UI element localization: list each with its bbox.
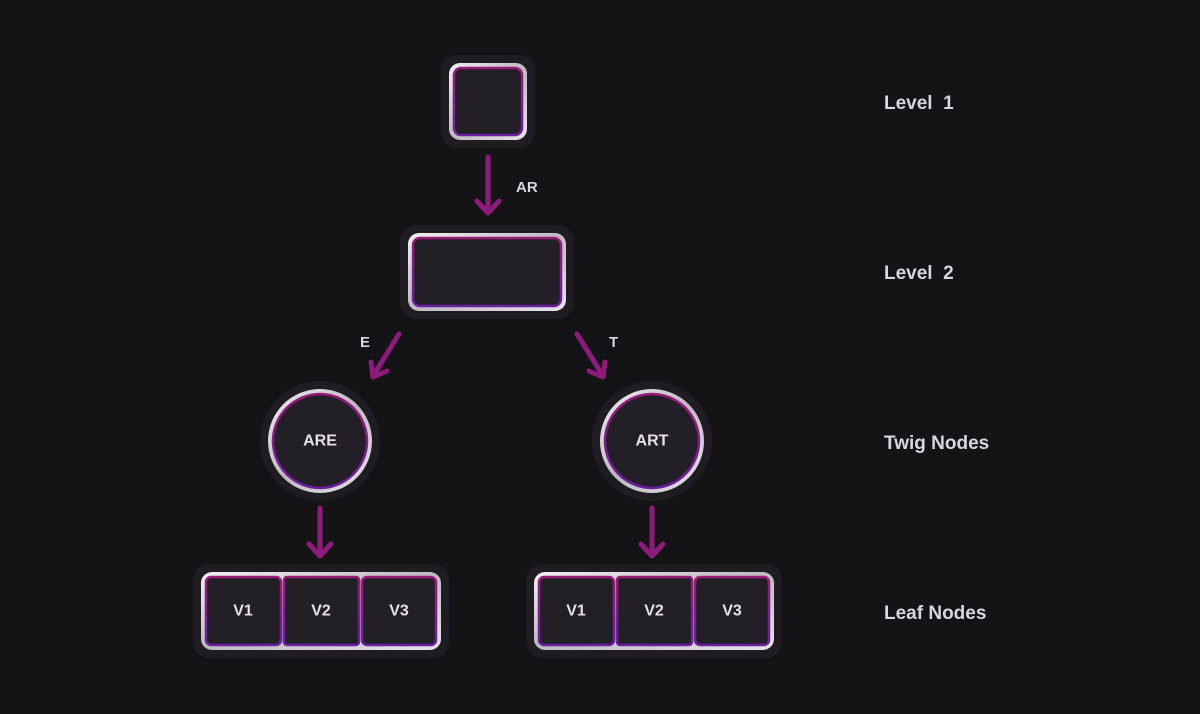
level-label-twig: Twig Nodes [884,433,989,454]
twig-label: ARE [303,433,337,450]
leaf-value: V2 [644,603,664,620]
leaf-value: V1 [566,603,586,620]
edge-arrow-leaf-right [638,505,666,559]
leaf-value: V2 [311,603,331,620]
edge-arrow-ar [474,154,502,216]
leaf-value: V3 [722,603,742,620]
level2-node [400,225,574,319]
twig-node-art: ART [592,381,712,501]
edge-arrow-t [574,331,608,380]
leaf-value: V1 [233,603,253,620]
edge-arrow-leaf-left [306,505,334,559]
root-node [441,55,535,148]
leaf-value: V3 [389,603,409,620]
edge-label-ar: AR [516,179,538,196]
edge-label-t: T [609,334,618,351]
leaf-group-left: V1 V2 V3 [193,564,449,658]
level-label-1: Level 1 [884,93,954,114]
twig-label: ART [636,433,669,450]
edge-arrow-e [368,331,402,380]
level-label-leaf: Leaf Nodes [884,603,986,624]
leaf-group-right: V1 V2 V3 [526,564,782,658]
twig-node-are: ARE [260,381,380,501]
level-label-2: Level 2 [884,263,954,284]
edge-label-e: E [360,334,370,351]
